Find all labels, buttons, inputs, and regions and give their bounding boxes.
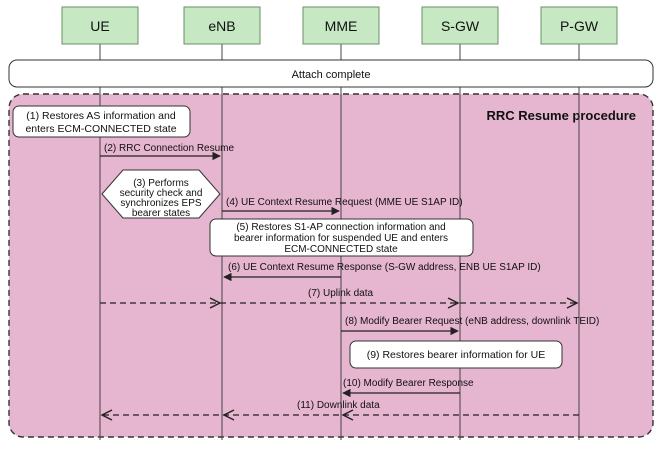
entity-mme: MME xyxy=(302,6,380,45)
entity-label: eNB xyxy=(208,18,235,34)
note-line: bearer states xyxy=(132,208,190,219)
message-label-downlink: (11) Downlink data xyxy=(297,400,380,411)
note-line: enters ECM-CONNECTED state xyxy=(25,123,176,135)
note-line: (9) Restores bearer information for UE xyxy=(367,349,546,361)
note-s1ap-restore xyxy=(209,218,474,257)
entity-enb: eNB xyxy=(183,6,261,45)
note-ue-restore xyxy=(12,105,191,138)
entity-box xyxy=(540,6,618,45)
entity-box xyxy=(421,6,499,45)
message-label-rrc-resume: (2) RRC Connection Resume xyxy=(104,143,234,154)
note-line: ECM-CONNECTED state xyxy=(284,244,398,255)
arrowhead-downlink-ue xyxy=(100,409,113,421)
entity-box xyxy=(61,6,139,45)
note-line: (5) Restores S1-AP connection informatio… xyxy=(236,222,445,233)
entity-box xyxy=(183,6,261,45)
entity-sgw: S-GW xyxy=(421,6,499,45)
arrowhead-downlink-enb xyxy=(222,409,235,421)
message-label-modify-request: (8) Modify Bearer Request (eNB address, … xyxy=(345,316,599,327)
message-label-ctx-response: (6) UE Context Resume Response (S-GW add… xyxy=(228,262,541,273)
attach-complete-bar xyxy=(8,59,654,88)
procedure-title: RRC Resume procedure xyxy=(486,108,636,123)
entity-label: P-GW xyxy=(560,18,599,34)
arrowhead-uplink-enb xyxy=(209,297,222,309)
message-label-uplink: (7) Uplink data xyxy=(308,288,373,299)
lifelines xyxy=(99,44,580,440)
arrowhead-uplink-sgw xyxy=(447,297,460,309)
entity-ue: UE xyxy=(61,6,139,45)
note-security-check xyxy=(101,169,221,219)
entity-pgw: P-GW xyxy=(540,6,618,45)
note-bearer-restore xyxy=(349,340,563,369)
arrowhead-downlink-mme xyxy=(341,409,354,421)
entity-label: UE xyxy=(90,18,109,34)
entity-box xyxy=(302,6,380,45)
entity-label: MME xyxy=(325,18,358,34)
attach-complete-label: Attach complete xyxy=(292,69,371,81)
message-label-ctx-request: (4) UE Context Resume Request (MME UE S1… xyxy=(226,197,463,208)
note-line: bearer information for suspended UE and … xyxy=(234,233,448,244)
arrowhead-uplink-pgw xyxy=(566,297,579,309)
note-line: (1) Restores AS information and xyxy=(26,110,176,122)
note-line: security check and xyxy=(120,188,203,199)
entity-label: S-GW xyxy=(441,18,480,34)
note-line: (3) Performs xyxy=(133,178,189,189)
message-label-modify-response: (10) Modify Bearer Response xyxy=(343,378,474,389)
note-line: synchronizes EPS xyxy=(120,198,201,209)
